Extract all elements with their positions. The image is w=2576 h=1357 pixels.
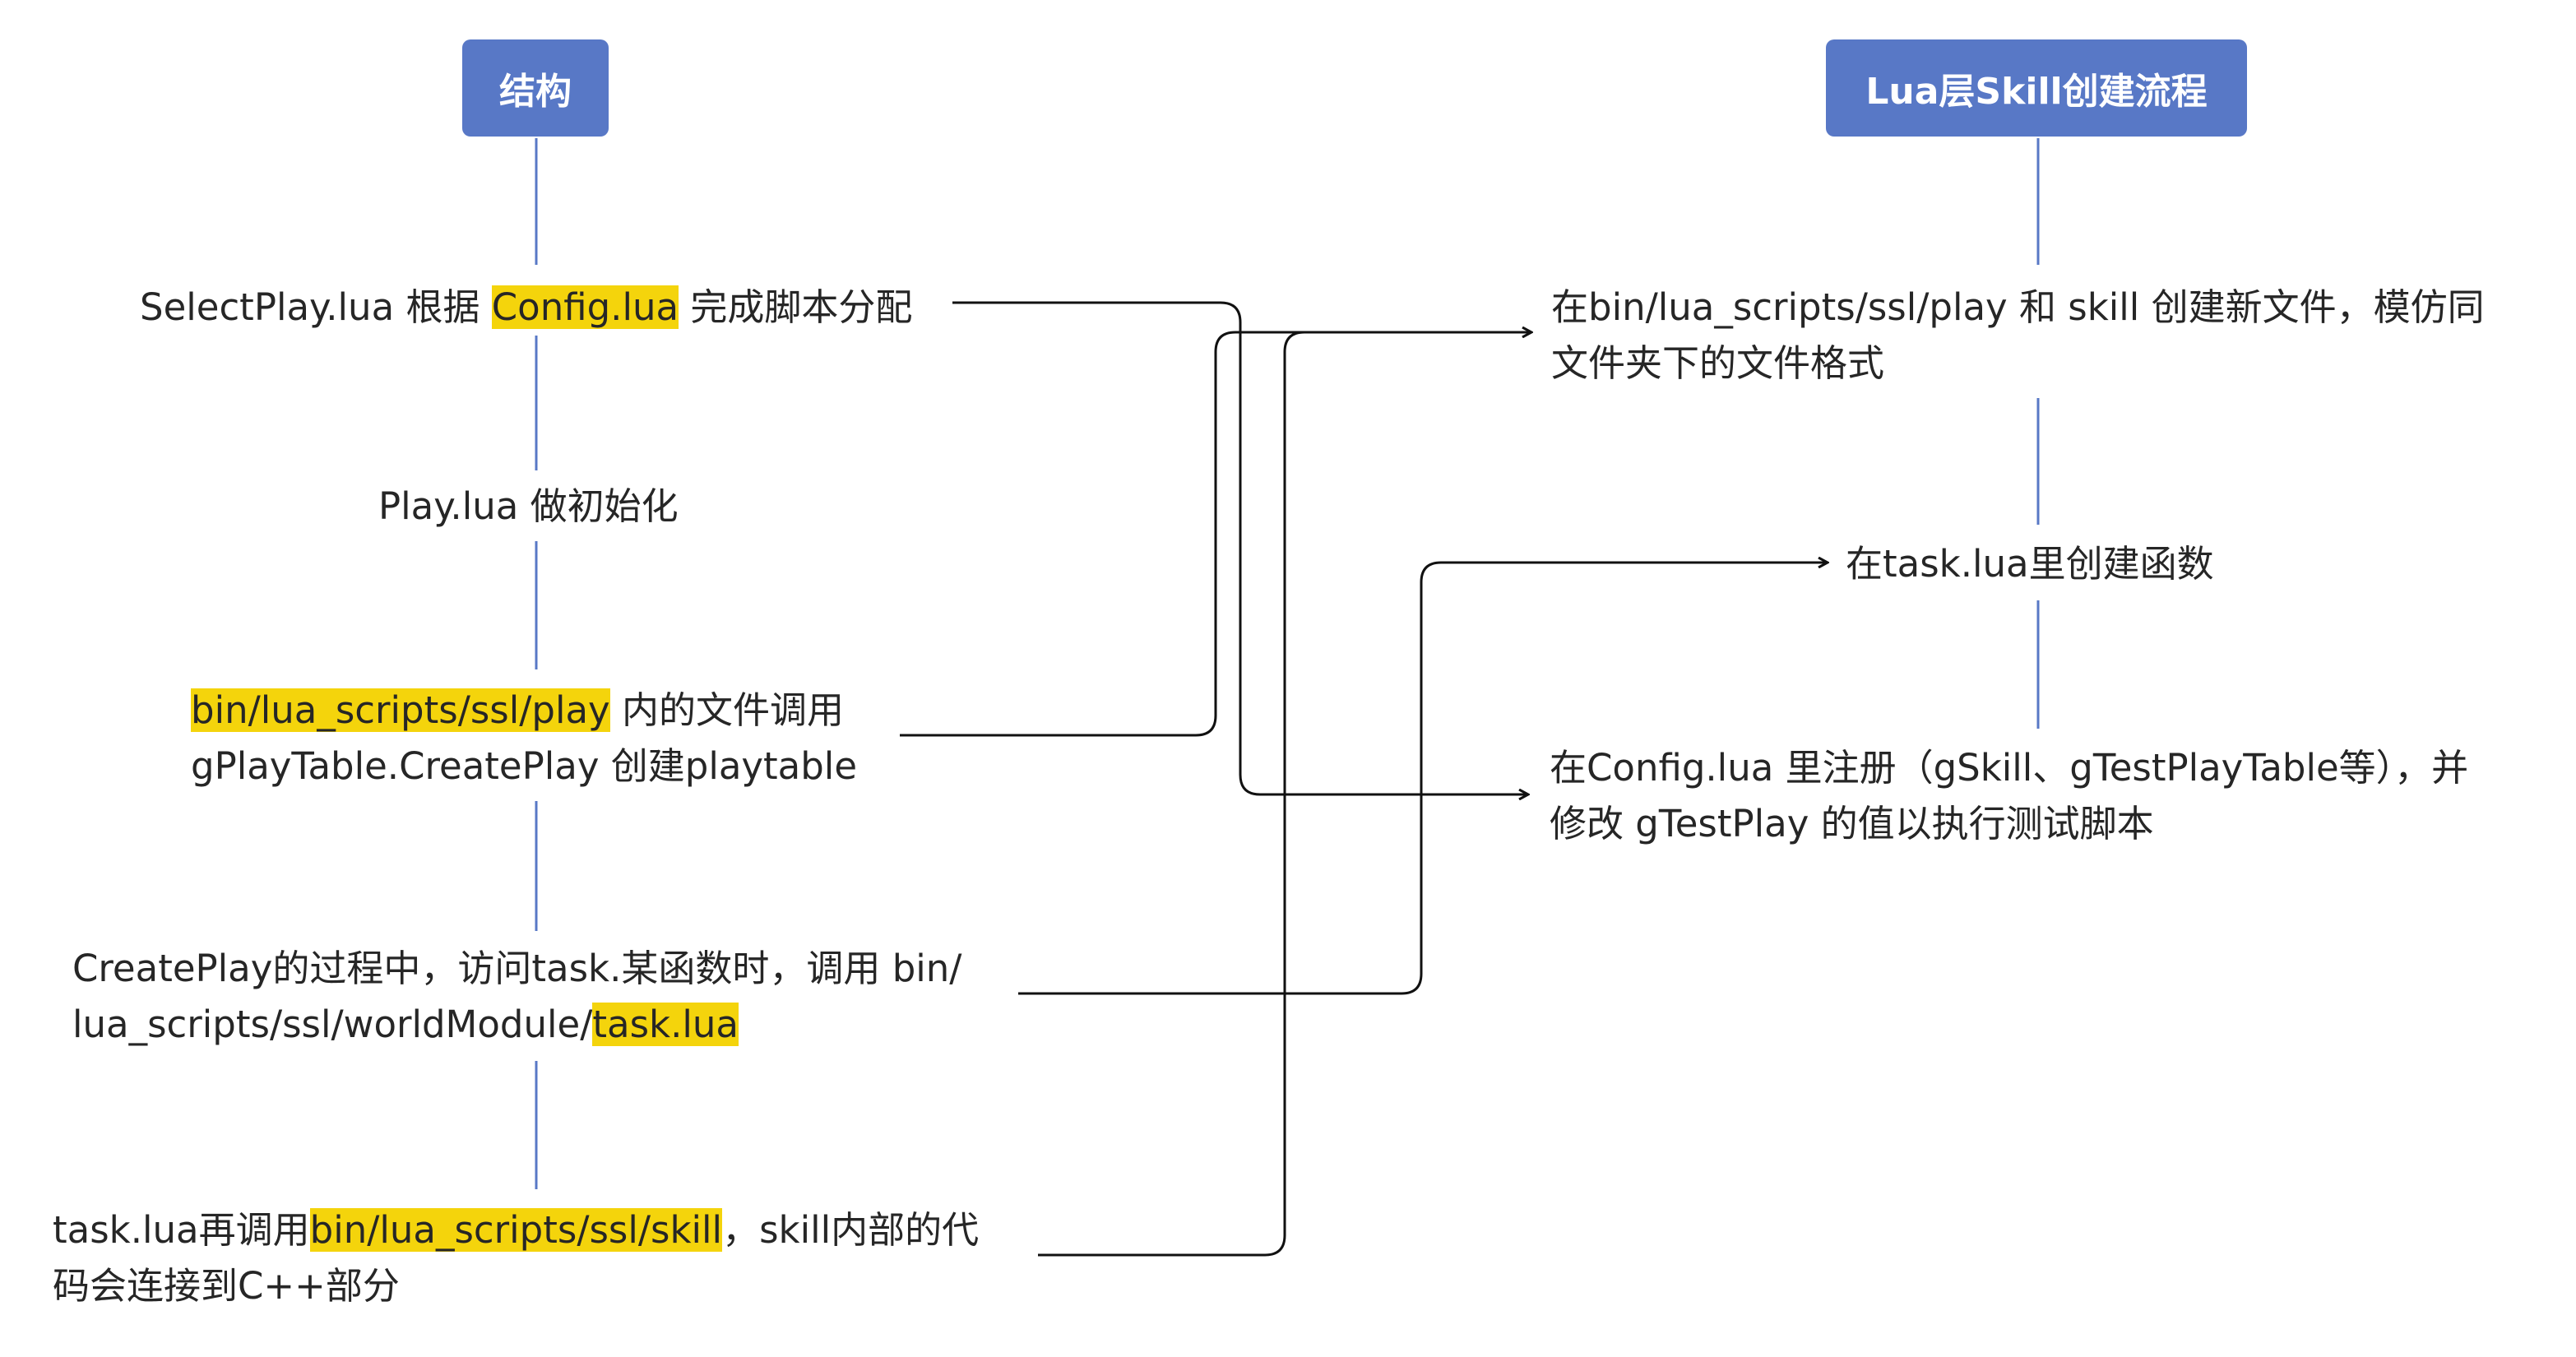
node-play-dir: bin/lua_scripts/ssl/play 内的文件调用 gPlayTab… [191,683,857,794]
node-task-function-text: 在task.lua里创建函数 [1846,542,2214,586]
connector-createplay-to-taskfunc [1018,563,1828,995]
node-task-skill: task.lua再调用bin/lua_scripts/ssl/skill，ski… [53,1202,979,1314]
node-selectplay-text-a: SelectPlay.lua 根据 [140,285,492,329]
node-selectplay: SelectPlay.lua 根据 Config.lua 完成脚本分配 [140,280,912,336]
node-selectplay-highlight: Config.lua [491,285,679,329]
node-createplay-line1: CreatePlay的过程中，访问task.某函数时，调用 bin/ [72,947,962,990]
node-config-register-line2: 修改 gTestPlay 的值以执行测试脚本 [1550,802,2154,845]
node-task-skill-text-b: ，skill内部的代 [722,1208,980,1252]
node-play-dir-line1: bin/lua_scripts/ssl/play 内的文件调用 [191,683,857,739]
node-createplay-line2: lua_scripts/ssl/worldModule/task.lua [72,997,961,1053]
node-task-skill-line1: task.lua再调用bin/lua_scripts/ssl/skill，ski… [53,1202,979,1258]
node-task-skill-line2: 码会连接到C++部分 [53,1264,400,1308]
right-column-header: Lua层Skill创建流程 [1826,39,2247,137]
node-play-init: Play.lua 做初始化 [378,479,679,535]
connector-selectplay-to-config [952,301,1528,794]
node-task-skill-text-a: task.lua再调用 [53,1208,310,1252]
left-column-header: 结构 [462,39,609,137]
connector-skill-to-newfiles [1038,331,1531,1257]
right-header-label: Lua层Skill创建流程 [1865,71,2208,113]
node-create-files-line1: 在bin/lua_scripts/ssl/play 和 skill 创建新文件，… [1551,285,2485,329]
node-play-dir-text-a: 内的文件调用 [609,688,844,732]
node-createplay: CreatePlay的过程中，访问task.某函数时，调用 bin/ lua_s… [72,941,961,1053]
node-play-init-text: Play.lua 做初始化 [378,484,679,528]
node-create-files: 在bin/lua_scripts/ssl/play 和 skill 创建新文件，… [1551,280,2485,391]
node-config-register-line1: 在Config.lua 里注册（gSkill、gTestPlayTable等），… [1550,746,2469,790]
node-createplay-text-a: lua_scripts/ssl/worldModule/ [72,1003,593,1046]
left-header-label: 结构 [499,71,572,113]
node-create-files-line2: 文件夹下的文件格式 [1551,341,1885,385]
node-selectplay-text-b: 完成脚本分配 [679,285,913,329]
node-task-function: 在task.lua里创建函数 [1846,536,2214,592]
node-createplay-highlight: task.lua [592,1003,739,1046]
node-task-skill-highlight: bin/lua_scripts/ssl/skill [309,1208,723,1252]
connector-playdir-to-newfiles [900,332,1531,737]
node-play-dir-highlight: bin/lua_scripts/ssl/play [191,688,610,732]
node-play-dir-line2: gPlayTable.CreatePlay 创建playtable [191,744,858,788]
node-config-register: 在Config.lua 里注册（gSkill、gTestPlayTable等），… [1550,740,2468,852]
